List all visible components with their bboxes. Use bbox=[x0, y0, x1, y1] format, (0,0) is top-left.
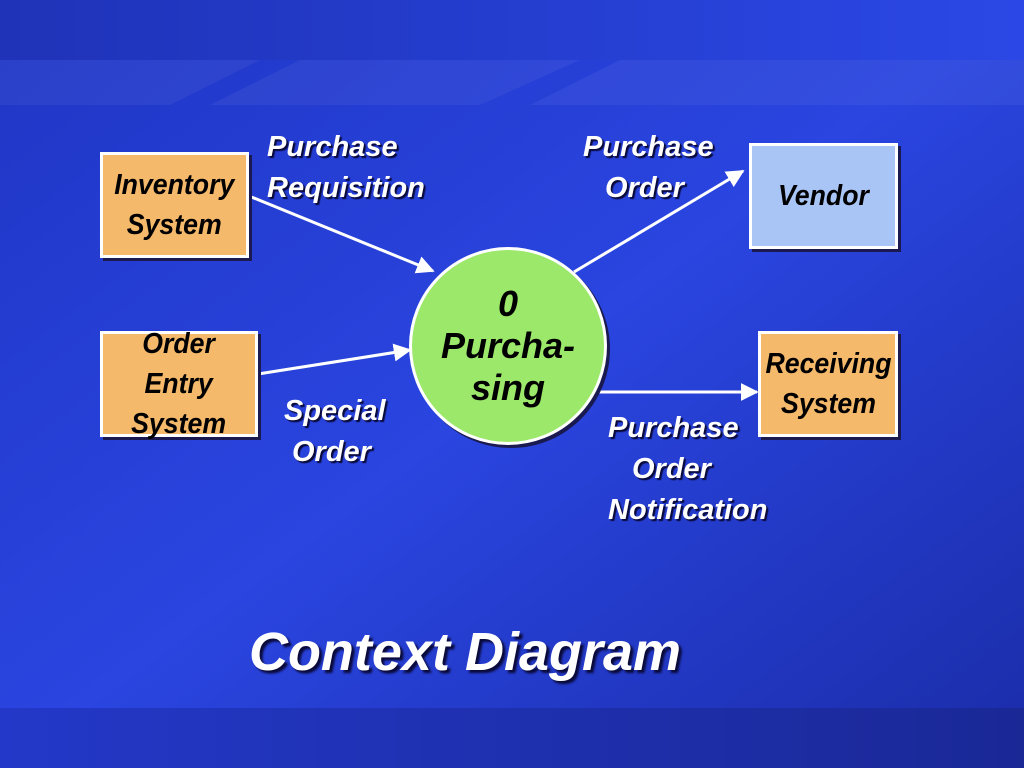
process-name-line2: sing bbox=[470, 367, 545, 408]
entity-receiving-system: Receiving System bbox=[758, 331, 898, 437]
flow-label-purchase-order-notification: Purchase Order Notification bbox=[608, 412, 768, 526]
flow-arrow-special-order bbox=[257, 343, 412, 376]
process-number: 0 bbox=[497, 283, 519, 324]
process-name-line1: Purcha- bbox=[440, 325, 576, 366]
flow-arrow-purchase-order bbox=[573, 169, 745, 274]
flow-label-purchase-order: Purchase Order bbox=[583, 131, 714, 204]
flow-label-special-order: Special Order bbox=[284, 395, 386, 468]
flow-arrow-purchase-requisition bbox=[248, 194, 435, 274]
slide-title: Context Diagram bbox=[248, 622, 682, 682]
entity-inventory-system: Inventory System bbox=[100, 152, 249, 258]
entity-vendor: Vendor bbox=[749, 143, 898, 249]
flow-label-purchase-requisition: Purchase Requisition bbox=[267, 131, 425, 204]
entity-order-entry-system: Order Entry System bbox=[100, 328, 258, 440]
process-purchasing: 0 Purcha- sing bbox=[409, 247, 607, 445]
